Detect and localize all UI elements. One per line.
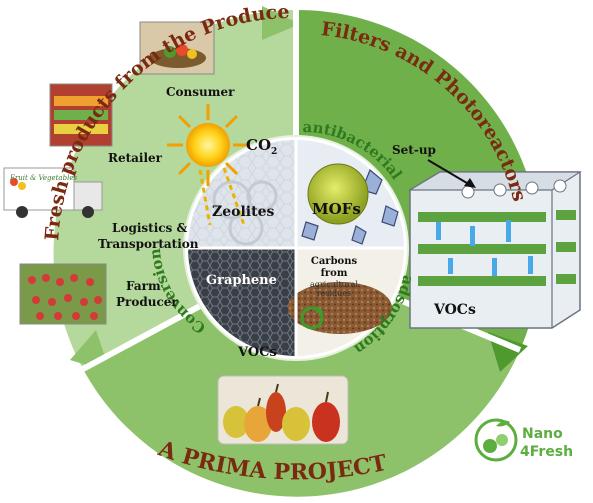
graphene-label: Graphene	[206, 273, 277, 288]
photoreactor-setup	[407, 171, 583, 329]
sun-icon	[167, 104, 249, 186]
carbons-label-line4: residues	[317, 289, 351, 298]
farm-producer-image	[19, 263, 107, 325]
pears-image	[217, 375, 349, 445]
ring-arrow-top	[262, 6, 300, 40]
mofs-label: MOFs	[312, 200, 361, 218]
farm-label-line1: Farm	[126, 279, 161, 293]
carbons-label-line1: Carbons	[311, 256, 358, 267]
nano4fresh-logo	[474, 418, 518, 462]
ring-divider-left	[81, 303, 202, 372]
light-beams	[198, 167, 246, 226]
setup-label: Set-up	[392, 143, 436, 157]
carbons-label-line2: from	[321, 268, 348, 279]
carbons-label-line3: agricultural	[310, 280, 358, 289]
delivery-truck-image	[3, 167, 103, 218]
farm-label-line2: Producer	[116, 295, 178, 309]
retailer-label: Retailer	[108, 151, 163, 165]
zeolites-label: Zeolites	[212, 204, 274, 220]
logistics-label-line2: Transportation	[98, 237, 199, 251]
logo-text-line1: Nano	[522, 426, 563, 442]
truck-sign-label: Fruit & Vegetables	[9, 174, 77, 182]
logistics-label-line1: Logistics &	[112, 221, 187, 235]
consumer-label: Consumer	[166, 85, 235, 99]
reactor-vocs-label: VOCs	[433, 302, 476, 318]
retailer-image	[49, 83, 113, 147]
setup-pointer-arrow	[427, 159, 473, 187]
center-vocs-label: VOCs	[237, 345, 277, 360]
co2-label: CO2	[246, 136, 277, 157]
carbon-residue-pile	[288, 282, 392, 334]
recycle-icon	[300, 306, 324, 330]
mof-sphere	[307, 163, 369, 225]
logo-text-line2: 4Fresh	[520, 444, 573, 460]
consumer-image	[139, 21, 215, 75]
